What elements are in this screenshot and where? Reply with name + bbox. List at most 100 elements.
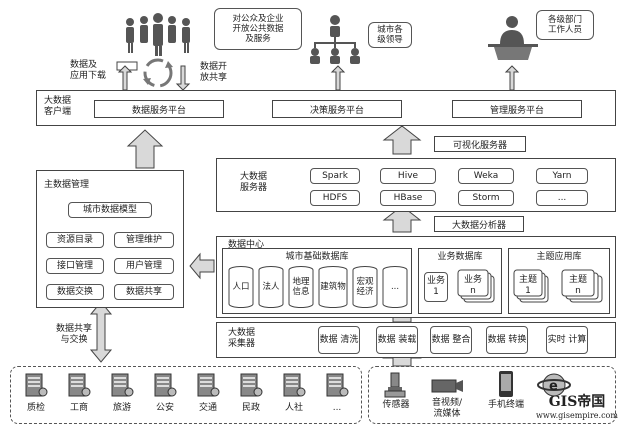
more-component: ... bbox=[536, 190, 588, 206]
management-maintenance[interactable]: 管理维护 bbox=[114, 232, 174, 248]
data-conversion-label: 数据 转换 bbox=[487, 334, 527, 345]
data-exchange-label: 数据交换 bbox=[56, 286, 93, 297]
client-title: 大数据 客户端 bbox=[44, 96, 72, 117]
macro-economy-db[interactable]: 宏观 经济 bbox=[352, 266, 378, 308]
spark-label: Spark bbox=[322, 170, 348, 181]
resource-catalog[interactable]: 资源目录 bbox=[46, 232, 104, 248]
data-service-platform-label: 数据服务平台 bbox=[131, 105, 186, 116]
theme-n-label[interactable]: 主题 n bbox=[568, 275, 587, 296]
data-integration-label: 数据 整合 bbox=[431, 334, 471, 345]
bigdata-server-title: 大数据 服务器 bbox=[240, 172, 268, 193]
data-exchange[interactable]: 数据交换 bbox=[46, 284, 104, 300]
decision-service-platform[interactable]: 决策服务平台 bbox=[272, 100, 402, 118]
hive-label: Hive bbox=[397, 170, 419, 181]
leaders-bubble: 城市各 级领导 bbox=[368, 22, 412, 48]
weka-component[interactable]: Weka bbox=[458, 168, 514, 184]
analysis-up-arrow bbox=[382, 205, 422, 233]
decision-service-platform-label: 决策服务平台 bbox=[309, 105, 364, 116]
source-label: 工商 bbox=[69, 403, 88, 413]
data-sharing[interactable]: 数据共享 bbox=[114, 284, 174, 300]
source-label: ... bbox=[332, 403, 342, 413]
hbase-component[interactable]: HBase bbox=[380, 190, 436, 206]
legal-entity-db-label: 法人 bbox=[262, 282, 280, 292]
business-1-label: 业务 1 bbox=[426, 276, 445, 297]
server-icon bbox=[67, 372, 91, 398]
watermark-logo-text: GIS帝国 bbox=[548, 394, 606, 410]
master-up-arrow bbox=[126, 129, 164, 169]
watermark-logo: GIS帝国 www.gisempire.com bbox=[532, 394, 622, 428]
basic-db-panel bbox=[222, 248, 412, 314]
population-db[interactable]: 人口 bbox=[228, 266, 254, 308]
sensor-icon bbox=[382, 371, 408, 399]
hive-component[interactable]: Hive bbox=[380, 168, 436, 184]
geo-info-db[interactable]: 地理 信息 bbox=[288, 266, 314, 308]
analysis-server-label: 大数据分析器 bbox=[451, 220, 506, 231]
city-data-model[interactable]: 城市数据模型 bbox=[68, 202, 152, 218]
server-icon bbox=[110, 372, 134, 398]
source-label: 交通 bbox=[198, 403, 217, 413]
visual-server-box[interactable]: 可视化服务器 bbox=[434, 136, 526, 152]
user-management[interactable]: 用户管理 bbox=[114, 258, 174, 274]
staff-computer-icon bbox=[484, 14, 542, 64]
interface-management-label: 接口管理 bbox=[56, 260, 93, 271]
data-conversion[interactable]: 数据 转换 bbox=[486, 326, 528, 354]
data-integration[interactable]: 数据 整合 bbox=[430, 326, 472, 354]
server-icon bbox=[153, 372, 177, 398]
hbase-label: HBase bbox=[393, 192, 423, 203]
spark-component[interactable]: Spark bbox=[310, 168, 360, 184]
share-cycle-icon bbox=[140, 55, 176, 91]
decision-up-arrow bbox=[330, 65, 346, 91]
realtime-compute[interactable]: 实时 计算 bbox=[546, 326, 588, 354]
data-center-title: 数据中心 bbox=[228, 240, 265, 250]
mobile-terminal-label: 手机终端 bbox=[487, 400, 524, 410]
sensor-label: 传感器 bbox=[382, 400, 410, 410]
basic-db-title: 城市基础数据库 bbox=[285, 252, 349, 262]
theme-1-stack bbox=[512, 268, 552, 306]
download-up-arrow bbox=[117, 65, 133, 91]
management-service-platform[interactable]: 管理服务平台 bbox=[452, 100, 582, 118]
data-loading[interactable]: 数据 装载 bbox=[376, 326, 418, 354]
data-sharing-label: 数据共享 bbox=[125, 286, 162, 297]
public-service-bubble: 对公众及企业 开放公共数据 及服务 bbox=[214, 8, 302, 50]
interface-management[interactable]: 接口管理 bbox=[46, 258, 104, 274]
yarn-component[interactable]: Yarn bbox=[536, 168, 588, 184]
master-data-title: 主数据管理 bbox=[44, 180, 90, 190]
mobile-phone-icon bbox=[498, 370, 514, 398]
watermark-url: www.gisempire.com bbox=[536, 411, 618, 420]
management-maintenance-label: 管理维护 bbox=[125, 234, 162, 245]
building-db[interactable]: 建筑物 bbox=[318, 266, 348, 308]
business-n-stack bbox=[456, 268, 498, 306]
source-label: 旅游 bbox=[112, 403, 131, 413]
visual-server-label: 可视化服务器 bbox=[452, 140, 507, 151]
business-n-label[interactable]: 业务 n bbox=[463, 275, 482, 296]
server-icon bbox=[196, 372, 220, 398]
network-globe-icon: e bbox=[537, 372, 571, 398]
theme-n-stack bbox=[560, 268, 606, 306]
storm-component[interactable]: Storm bbox=[458, 190, 514, 206]
hdfs-label: HDFS bbox=[322, 192, 348, 203]
svg-text:e: e bbox=[549, 379, 558, 394]
visual-up-arrow bbox=[382, 125, 422, 155]
legal-entity-db[interactable]: 法人 bbox=[258, 266, 284, 308]
device-sources-panel bbox=[368, 366, 616, 424]
leaders-org-icon bbox=[306, 14, 364, 64]
server-icon bbox=[24, 372, 48, 398]
business-db-title: 业务数据库 bbox=[437, 252, 483, 262]
share-down-arrow bbox=[175, 65, 191, 91]
resource-catalog-label: 资源目录 bbox=[56, 234, 93, 245]
source-label: 民政 bbox=[241, 403, 260, 413]
data-cleaning[interactable]: 数据 清洗 bbox=[318, 326, 360, 354]
storm-label: Storm bbox=[472, 192, 500, 203]
theme-1-label[interactable]: 主题 1 bbox=[518, 275, 537, 296]
realtime-compute-label: 实时 计算 bbox=[547, 334, 587, 345]
business-1-db[interactable]: 业务 1 bbox=[424, 272, 448, 302]
yarn-label: Yarn bbox=[552, 170, 572, 181]
server-icon bbox=[239, 372, 263, 398]
data-service-platform[interactable]: 数据服务平台 bbox=[94, 100, 224, 118]
hdfs-component[interactable]: HDFS bbox=[310, 190, 360, 206]
more-db: ... bbox=[382, 266, 408, 308]
theme-db-title: 主题应用库 bbox=[536, 252, 582, 262]
analysis-server-box[interactable]: 大数据分析器 bbox=[434, 216, 524, 232]
server-icon bbox=[325, 372, 349, 398]
city-data-model-label: 城市数据模型 bbox=[82, 204, 137, 215]
